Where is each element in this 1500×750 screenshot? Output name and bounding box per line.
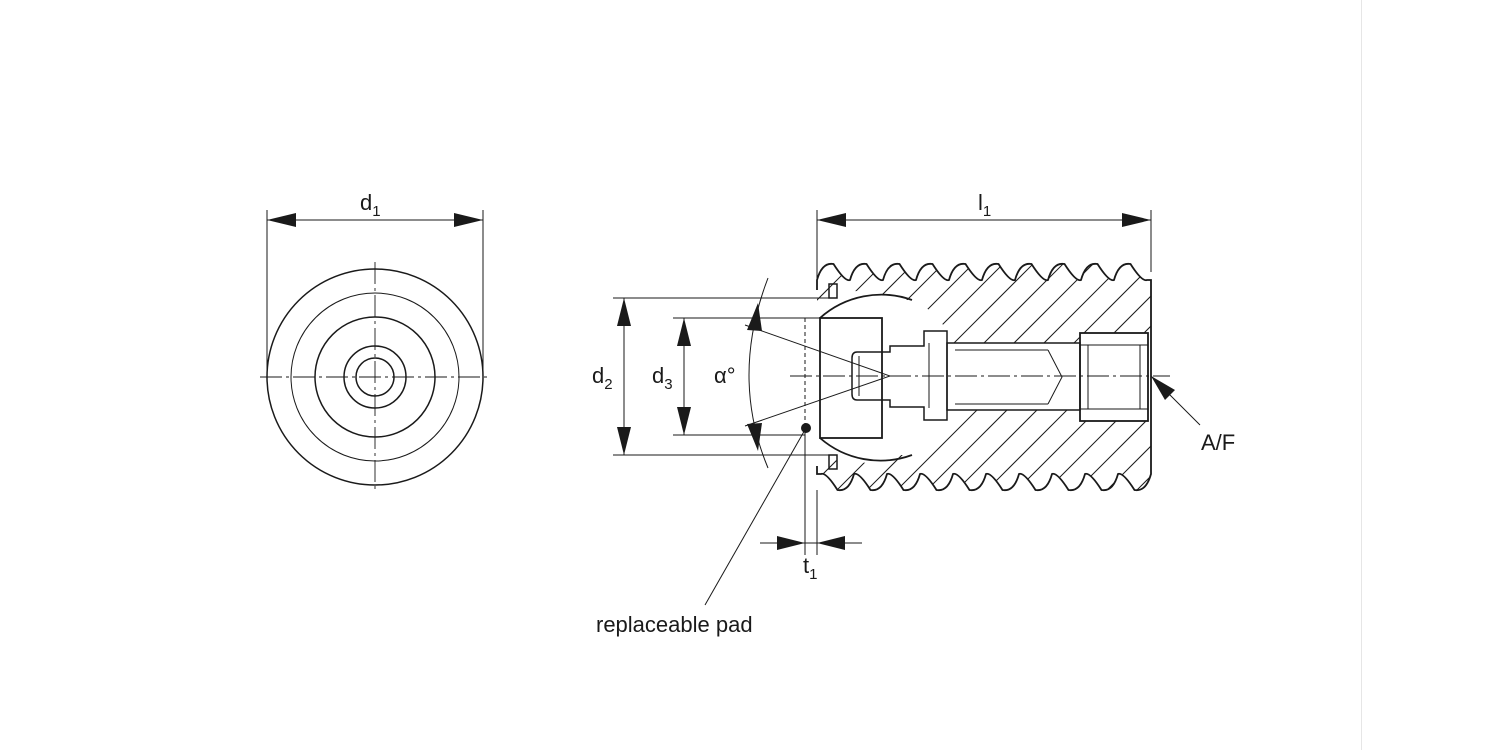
hex-socket bbox=[1079, 332, 1149, 422]
hatch-line bbox=[1066, 263, 1151, 491]
t1-arrow-right bbox=[817, 536, 845, 550]
d1-arrow-left bbox=[267, 213, 296, 227]
retaining-ring-bottom bbox=[828, 454, 838, 470]
hatch-line bbox=[1427, 260, 1500, 500]
alpha-arrow-bottom bbox=[747, 423, 762, 451]
page-border-line bbox=[1361, 0, 1362, 750]
retaining-ring-top bbox=[828, 283, 838, 299]
pad-leader-line bbox=[704, 427, 807, 606]
section-hatching bbox=[817, 260, 1500, 500]
af-label: A/F bbox=[1201, 430, 1235, 455]
af-arrow bbox=[1151, 376, 1175, 400]
hatch-line bbox=[1126, 263, 1151, 491]
hatch-line bbox=[1036, 263, 1151, 491]
front-view: d1 bbox=[260, 190, 490, 492]
d1-arrow-right bbox=[454, 213, 483, 227]
d3-arrow-bottom bbox=[677, 407, 691, 435]
alpha-ray-top bbox=[744, 324, 891, 377]
d3-label: d3 bbox=[652, 363, 673, 393]
hatch-line bbox=[1096, 263, 1151, 491]
hatch-line bbox=[1397, 260, 1500, 500]
t1-arrow-left bbox=[777, 536, 805, 550]
ball-flat-pocket bbox=[819, 317, 883, 439]
hatch-line bbox=[1187, 260, 1427, 500]
d2-arrow-bottom bbox=[617, 427, 631, 455]
hatch-line bbox=[1307, 260, 1500, 500]
alpha-ray-bottom bbox=[744, 375, 891, 427]
side-view: α° d2 d3 l1 t1 A/F replac bbox=[592, 190, 1500, 637]
l1-arrow-right bbox=[1122, 213, 1151, 227]
hatch-line bbox=[1337, 260, 1500, 500]
hatch-line bbox=[1487, 260, 1500, 500]
d1-label: d1 bbox=[360, 190, 381, 220]
alpha-label: α° bbox=[714, 363, 736, 388]
ball-contour bbox=[819, 293, 913, 462]
l1-arrow-left bbox=[817, 213, 846, 227]
alpha-arrow-top bbox=[747, 303, 762, 331]
hatch-line bbox=[1457, 260, 1500, 500]
hatch-line bbox=[1157, 260, 1397, 500]
d3-arrow-top bbox=[677, 318, 691, 346]
ball-fill bbox=[817, 291, 944, 463]
t1-label: t1 bbox=[803, 553, 817, 583]
screw-drill-tip bbox=[1047, 349, 1063, 405]
d2-label: d2 bbox=[592, 363, 613, 393]
pad-label: replaceable pad bbox=[596, 612, 753, 637]
hatch-line bbox=[1247, 260, 1487, 500]
hatch-line bbox=[1367, 260, 1500, 500]
alpha-arc bbox=[748, 277, 769, 469]
d2-arrow-top bbox=[617, 298, 631, 326]
threaded-body-outline bbox=[816, 262, 1152, 492]
l1-label: l1 bbox=[978, 190, 991, 220]
hatch-line bbox=[1277, 260, 1500, 500]
hatch-line bbox=[1217, 260, 1457, 500]
